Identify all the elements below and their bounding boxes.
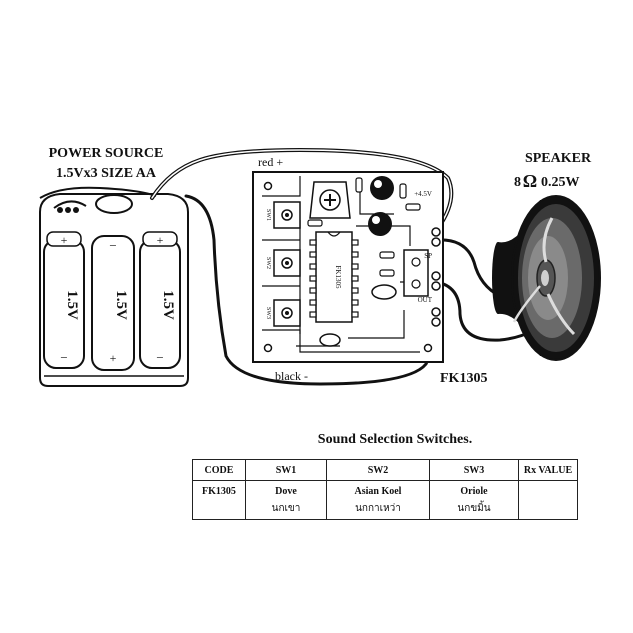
terminals: [431, 227, 441, 327]
speaker: [492, 195, 601, 361]
battery-size-label: 1.5Vx3 SIZE AA: [56, 166, 157, 181]
cell-sw1: Dove นกเขา: [245, 480, 327, 520]
speaker-rating-prefix: 8: [514, 175, 521, 190]
black-wire-label: black -: [275, 369, 308, 383]
capacitor-2: [368, 212, 392, 236]
sw1-value: Dove: [275, 486, 297, 497]
battery-1: + − 1.5V: [43, 231, 85, 369]
cell-code: FK1305: [192, 480, 246, 520]
battery-3-plus: +: [157, 233, 164, 247]
battery-1-minus: −: [60, 350, 67, 365]
battery-1-voltage: 1.5V: [64, 290, 80, 320]
battery-2-plus: +: [110, 351, 117, 365]
transistor: [403, 249, 429, 297]
sound-selection-table: CODE SW1 SW2 SW3 Rx VALUE FK1305 Dove นกเ…: [192, 459, 578, 520]
battery-3: + − 1.5V: [139, 231, 181, 369]
code-value: FK1305: [202, 486, 236, 497]
black-wire: [184, 194, 440, 386]
table-header-row: CODE SW1 SW2 SW3 Rx VALUE: [192, 459, 578, 481]
header-sw1: SW1: [245, 459, 327, 481]
battery-1-plus: +: [61, 233, 68, 247]
capacitor-3: [371, 284, 397, 300]
red-wire-label: red +: [258, 155, 283, 169]
speaker-wire-2: [434, 280, 536, 342]
pcb-sw2-label: SW2: [265, 257, 271, 269]
pcb-sp-label: SP: [424, 252, 432, 260]
battery-3-minus: −: [156, 350, 163, 365]
power-source-label: POWER SOURCE: [49, 146, 164, 161]
pcb-board: SW1 SW2 SW3: [252, 171, 444, 363]
battery-2: − + 1.5V: [91, 235, 135, 371]
cell-sw3: Oriole นกขมิ้น: [429, 480, 519, 520]
cell-sw2: Asian Koel นกกาเหว่า: [326, 480, 430, 520]
board-code-label: FK1305: [440, 371, 487, 386]
header-sw2: SW2: [326, 459, 430, 481]
switch-sw3: [273, 299, 301, 327]
table-row: FK1305 Dove นกเขา Asian Koel นกกาเหว่า Ori…: [192, 480, 578, 520]
trimmer-potentiometer: [309, 181, 351, 219]
header-code: CODE: [192, 459, 246, 481]
switch-sw1: [273, 201, 301, 229]
switch-sw2: [273, 249, 301, 277]
sw3-value: Oriole: [460, 486, 488, 497]
battery-2-minus: −: [109, 238, 116, 253]
sw2-value: Asian Koel: [354, 486, 402, 497]
capacitor-1: [370, 176, 394, 200]
pcb-ic-label: FK1305: [334, 266, 342, 289]
ic-chip: FK1305: [309, 231, 359, 323]
pcb-out-label: OUT: [418, 296, 433, 304]
battery-3-voltage: 1.5V: [160, 290, 176, 320]
pcb-sw1-label: SW1: [265, 209, 271, 221]
sw2-thai: นกกาเหว่า: [355, 503, 401, 514]
battery-2-voltage: 1.5V: [113, 290, 129, 320]
resistors: [307, 177, 421, 277]
speaker-rating-suffix: 0.25W: [541, 175, 580, 190]
table-title: Sound Selection Switches.: [317, 432, 473, 447]
header-rx-value: Rx VALUE: [518, 459, 578, 481]
speaker-label: SPEAKER: [525, 151, 592, 166]
battery-holder: + − 1.5V − + 1.5V + − 1.5V: [39, 186, 189, 387]
cell-rx-value: [518, 480, 578, 520]
capacitor-4: [319, 333, 341, 347]
sw3-thai: นกขมิ้น: [457, 503, 491, 514]
speaker-rating: 8 Ω 0.25W: [514, 171, 580, 191]
sw1-thai: นกเขา: [271, 503, 301, 514]
pcb-plus-label: +4.5V: [414, 190, 432, 198]
ohm-symbol: Ω: [523, 171, 537, 191]
header-sw3: SW3: [429, 459, 519, 481]
pcb-sw3-label: SW3: [265, 307, 271, 319]
